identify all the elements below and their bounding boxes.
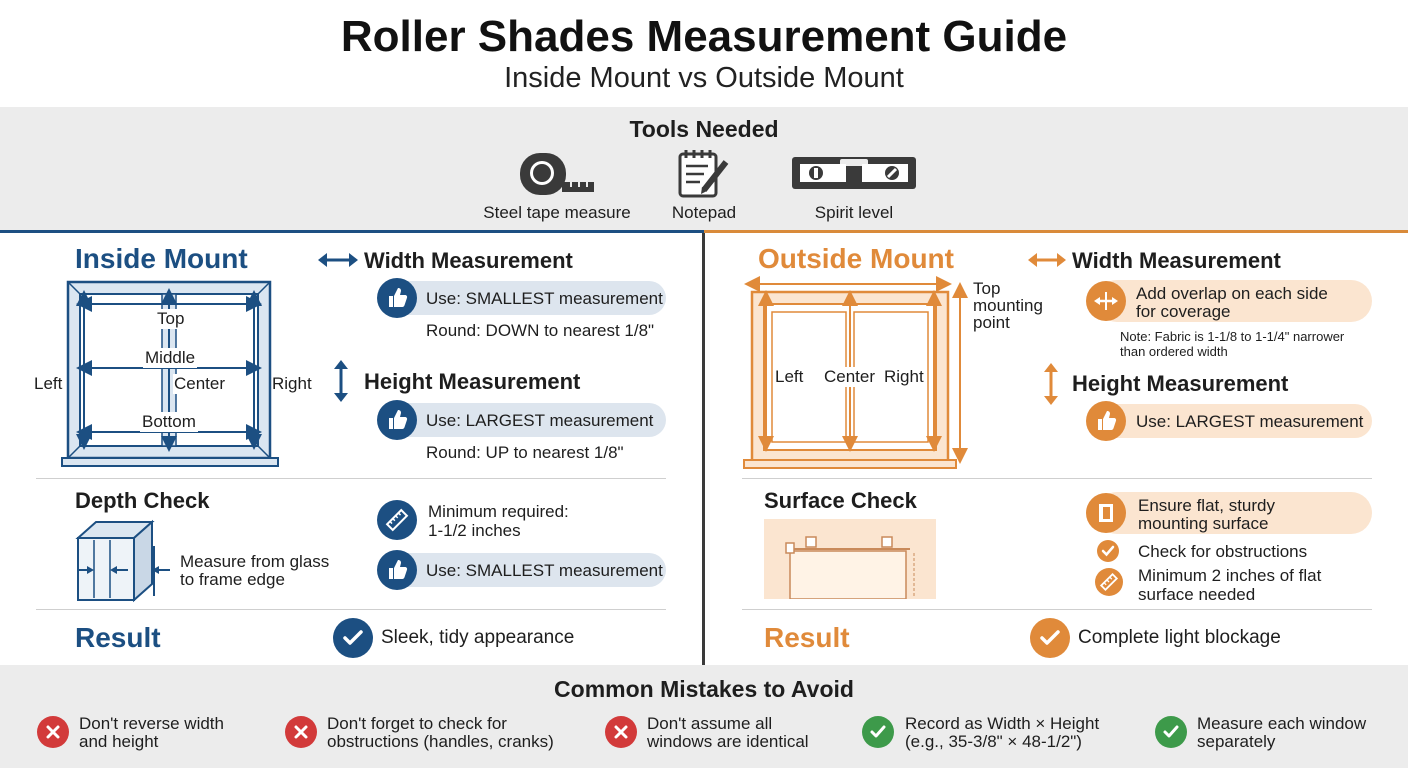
inside-width-rule-pill bbox=[390, 281, 666, 315]
depth-caption-2: to frame edge bbox=[180, 570, 285, 589]
inside-result-label: Result bbox=[75, 622, 161, 653]
ruler-icon bbox=[1095, 568, 1123, 596]
tool-label-notepad: Notepad bbox=[671, 203, 737, 222]
outside-width-note-2: than ordered width bbox=[1120, 344, 1228, 359]
mistake-3-line-1: Don't assume all bbox=[647, 714, 773, 733]
checkmark-icon bbox=[333, 618, 373, 658]
inside-label-bottom: Bottom bbox=[140, 412, 198, 432]
page-title: Roller Shades Measurement Guide bbox=[340, 12, 1068, 61]
surface-min-1: Minimum 2 inches of flat bbox=[1138, 566, 1322, 585]
mistake-3-line-2: windows are identical bbox=[647, 732, 809, 751]
outside-width-note-1: Note: Fabric is 1-1/8 to 1-1/4" narrower bbox=[1120, 329, 1345, 344]
depth-min-2: 1-1/2 inches bbox=[428, 521, 521, 540]
horizontal-arrow-icon bbox=[318, 253, 358, 267]
inside-label-center: Center bbox=[173, 374, 227, 394]
cross-icon bbox=[285, 716, 317, 748]
vertical-arrow-icon bbox=[334, 360, 348, 402]
inside-height-round: Round: UP to nearest 1/8" bbox=[426, 443, 624, 462]
depth-rule: Use: SMALLEST measurement bbox=[426, 561, 663, 580]
horizontal-arrow-icon bbox=[1028, 253, 1066, 267]
inside-mount-title: Inside Mount bbox=[75, 243, 248, 274]
surface-rule-pill bbox=[1096, 492, 1372, 534]
depth-rule-pill bbox=[390, 553, 666, 587]
outside-divider-1 bbox=[742, 478, 1372, 479]
tools-title: Tools Needed bbox=[629, 116, 779, 142]
surface-check-title: Surface Check bbox=[764, 488, 917, 513]
inside-width-rule: Use: SMALLEST measurement bbox=[426, 289, 663, 308]
inside-divider-2 bbox=[36, 609, 666, 610]
outside-height-title: Height Measurement bbox=[1072, 371, 1289, 396]
checkmark-icon bbox=[1097, 540, 1119, 562]
depth-min-1: Minimum required: bbox=[428, 502, 569, 521]
tip-4-line-1: Record as Width × Height bbox=[905, 714, 1100, 733]
mistake-2-line-2: obstructions (handles, cranks) bbox=[327, 732, 554, 751]
thumbs-up-icon bbox=[377, 278, 417, 318]
depth-diagram bbox=[75, 519, 170, 603]
inside-result-text: Sleek, tidy appearance bbox=[381, 627, 575, 648]
outside-label-right: Right bbox=[883, 367, 925, 387]
outside-height-rule: Use: LARGEST measurement bbox=[1136, 412, 1364, 431]
outside-label-top-2: mounting bbox=[973, 296, 1043, 315]
inside-accent-bar bbox=[0, 230, 704, 233]
outside-width-rule-1: Add overlap on each side bbox=[1136, 284, 1328, 303]
outside-width-rule-pill bbox=[1096, 280, 1372, 322]
inside-width-round: Round: DOWN to nearest 1/8" bbox=[426, 321, 655, 340]
surface-rule-2: mounting surface bbox=[1138, 514, 1269, 533]
outside-divider-2 bbox=[742, 609, 1372, 610]
tape-measure-icon bbox=[520, 153, 594, 195]
outside-accent-bar bbox=[704, 230, 1408, 233]
outside-width-title: Width Measurement bbox=[1072, 248, 1281, 273]
surface-min-2: surface needed bbox=[1138, 585, 1256, 604]
spirit-level-icon bbox=[792, 157, 916, 189]
outside-label-left: Left bbox=[774, 367, 805, 387]
thumbs-up-icon bbox=[377, 550, 417, 590]
inside-height-rule-pill bbox=[390, 403, 666, 437]
outside-label-center: Center bbox=[823, 367, 877, 387]
mistake-1-line-2: and height bbox=[79, 732, 159, 751]
depth-check-title: Depth Check bbox=[75, 488, 210, 513]
outside-result-label: Result bbox=[764, 622, 850, 653]
cross-icon bbox=[37, 716, 69, 748]
thumbs-up-icon bbox=[1086, 401, 1126, 441]
page-subtitle: Inside Mount vs Outside Mount bbox=[504, 62, 904, 94]
inside-height-title: Height Measurement bbox=[364, 369, 581, 394]
checkmark-icon bbox=[862, 716, 894, 748]
inside-label-top: Top bbox=[155, 309, 187, 329]
inside-divider-1 bbox=[36, 478, 666, 479]
panel-icon bbox=[1086, 493, 1126, 533]
outside-label-top-1: Top bbox=[973, 279, 1001, 298]
surface-rule-1: Ensure flat, sturdy bbox=[1138, 496, 1276, 515]
thumbs-up-icon bbox=[377, 400, 417, 440]
checkmark-icon bbox=[1030, 618, 1070, 658]
notepad-icon bbox=[678, 150, 729, 198]
outside-mount-title: Outside Mount bbox=[758, 243, 954, 274]
surface-check-obstructions: Check for obstructions bbox=[1138, 542, 1308, 561]
outside-height-rule-pill bbox=[1096, 404, 1372, 438]
outside-width-rule-2: for coverage bbox=[1136, 302, 1231, 321]
ruler-icon bbox=[377, 500, 417, 540]
surface-diagram bbox=[764, 519, 936, 599]
tip-4-line-2: (e.g., 35-3/8" × 48-1/2") bbox=[905, 732, 1082, 751]
inside-label-right: Right bbox=[272, 374, 312, 393]
inside-height-rule: Use: LARGEST measurement bbox=[426, 411, 654, 430]
tip-5-line-2: separately bbox=[1197, 732, 1276, 751]
mistakes-title: Common Mistakes to Avoid bbox=[554, 676, 854, 702]
checkmark-icon bbox=[1155, 716, 1187, 748]
depth-caption-1: Measure from glass bbox=[180, 552, 330, 571]
center-divider bbox=[702, 233, 705, 665]
vertical-arrow-icon bbox=[1044, 363, 1058, 405]
outside-label-top-3: point bbox=[973, 313, 1010, 332]
tip-5-line-1: Measure each window bbox=[1197, 714, 1367, 733]
mistake-2-line-1: Don't forget to check for bbox=[327, 714, 507, 733]
expand-width-icon bbox=[1086, 281, 1126, 321]
inside-label-middle: Middle bbox=[143, 348, 198, 368]
tool-label-tape: Steel tape measure bbox=[483, 203, 631, 222]
inside-label-left: Left bbox=[34, 374, 63, 393]
outside-result-text: Complete light blockage bbox=[1078, 627, 1281, 648]
inside-width-title: Width Measurement bbox=[364, 248, 573, 273]
tool-label-level: Spirit level bbox=[814, 203, 894, 222]
cross-icon bbox=[605, 716, 637, 748]
mistake-1-line-1: Don't reverse width bbox=[79, 714, 224, 733]
